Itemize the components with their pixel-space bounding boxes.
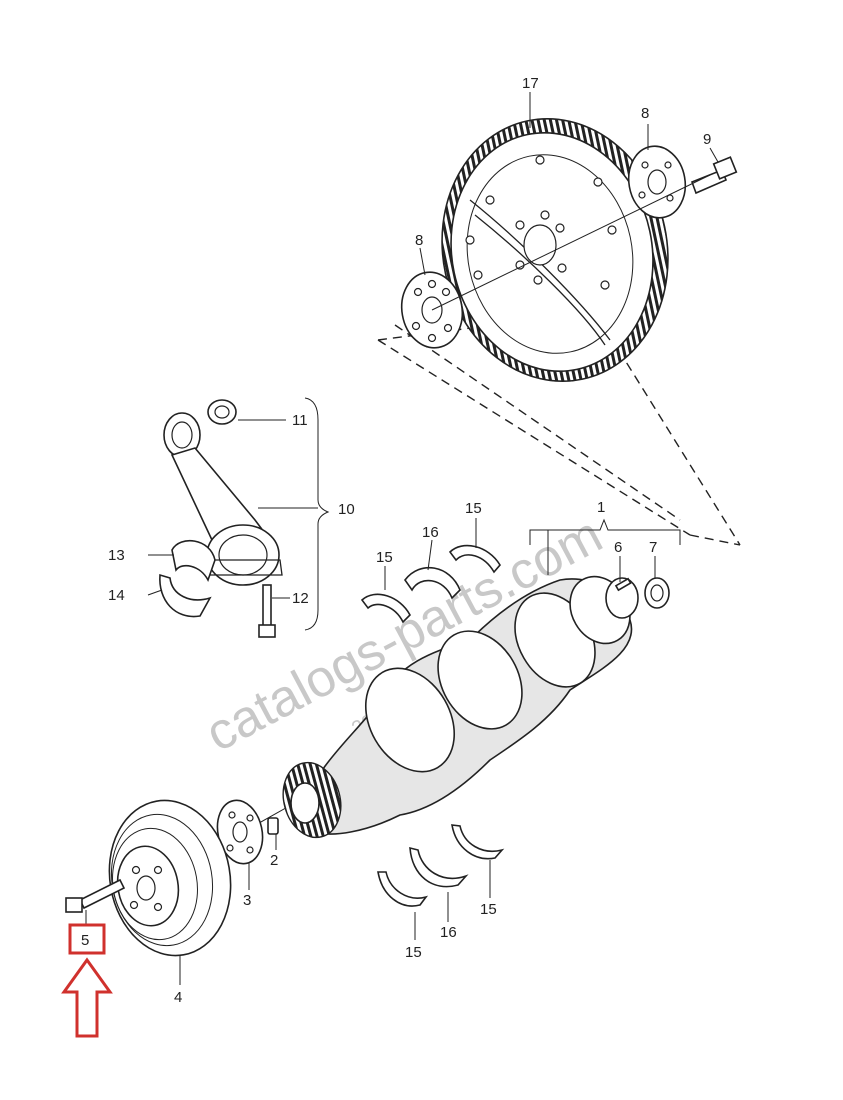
main-bearing-shell-top-right-part[interactable] xyxy=(448,544,501,574)
bracket-1 xyxy=(529,518,681,575)
shim-plate-top-part[interactable] xyxy=(623,142,691,223)
crankshaft-part[interactable] xyxy=(299,566,642,835)
label-7: 7 xyxy=(649,539,657,556)
washer-plate-part[interactable] xyxy=(212,796,268,868)
label-8-left: 8 xyxy=(415,232,423,249)
label-8-top: 8 xyxy=(641,105,649,122)
pulley-bolt-part[interactable] xyxy=(65,878,126,913)
label-15-top: 15 xyxy=(465,500,482,517)
label-11: 11 xyxy=(292,412,308,429)
label-3: 3 xyxy=(243,892,251,909)
label-15-left: 15 xyxy=(376,549,393,566)
main-bearing-shell-bottom-center-part[interactable] xyxy=(409,846,469,888)
label-10: 10 xyxy=(338,501,355,518)
crank-sprocket xyxy=(282,761,342,839)
flywheel-rim-holes xyxy=(465,155,617,290)
label-12: 12 xyxy=(292,590,309,607)
label-14: 14 xyxy=(108,587,125,604)
label-5: 5 xyxy=(81,932,89,949)
rod-bolt-part[interactable] xyxy=(258,584,276,638)
rod-bearing-lower-part[interactable] xyxy=(159,573,212,618)
label-9: 9 xyxy=(703,131,711,148)
main-bearing-shell-bottom-left-part[interactable] xyxy=(377,871,429,907)
small-end-bushing-part[interactable] xyxy=(207,399,237,425)
label-1: 1 xyxy=(597,499,605,516)
label-6: 6 xyxy=(614,539,622,556)
label-16-top: 16 xyxy=(422,524,439,541)
bracket-10 xyxy=(304,397,330,631)
pin-part[interactable] xyxy=(267,817,279,835)
label-17: 17 xyxy=(522,75,539,92)
label-15-bottom-left: 15 xyxy=(405,944,422,961)
flywheel-bolt-part[interactable] xyxy=(690,156,738,195)
label-2: 2 xyxy=(270,852,278,869)
label-4: 4 xyxy=(174,989,182,1006)
label-13: 13 xyxy=(108,547,125,564)
main-bearing-shell-top-center-part[interactable] xyxy=(404,566,461,600)
vibration-damper-pulley-part[interactable] xyxy=(97,791,242,965)
main-bearing-shell-top-left-part[interactable] xyxy=(360,593,411,624)
pilot-bearing-part[interactable] xyxy=(644,577,670,609)
up-arrow-icon xyxy=(61,957,113,1038)
label-15-bottom-right: 15 xyxy=(480,901,497,918)
rod-bearing-upper-part[interactable] xyxy=(171,539,216,582)
highlight-callout: 5 xyxy=(61,923,113,1038)
label-16-bottom: 16 xyxy=(440,924,457,941)
dowel-pin-part[interactable] xyxy=(614,577,632,592)
main-bearing-shell-bottom-right-part[interactable] xyxy=(451,824,505,860)
leader-lines xyxy=(85,92,719,985)
